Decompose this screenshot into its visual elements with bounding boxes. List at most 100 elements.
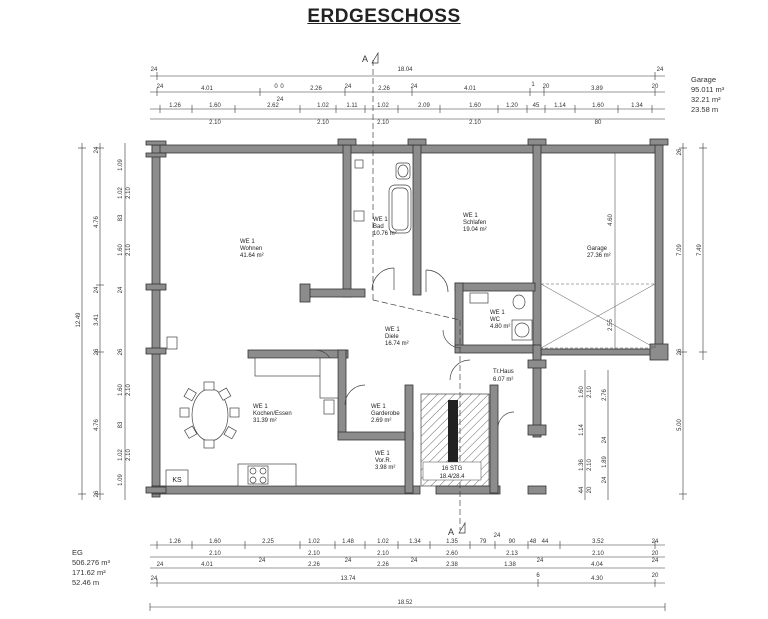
room-wohnen-l2: Wohnen xyxy=(240,246,262,252)
dim-left-mid-6: 26 xyxy=(94,490,100,497)
dim-left-mid-2: 24 xyxy=(94,286,100,293)
garage-door-zone xyxy=(540,283,656,349)
dim-bot-5-0: 18.52 xyxy=(397,600,413,606)
dim-top-3-1: 1.60 xyxy=(209,103,221,109)
dim-top-4-4: 80 xyxy=(595,120,602,126)
dim-top-1-2: 24 xyxy=(657,67,664,73)
doors xyxy=(314,267,515,429)
dim-bot-1-0: 1.26 xyxy=(169,539,181,545)
small-cabinet-icon xyxy=(166,336,178,350)
dim-bot-1-9: 24 xyxy=(494,533,501,539)
dim-bot-1-6: 1.34 xyxy=(409,539,421,545)
dim-left-in-4: 83 xyxy=(118,214,124,221)
garage-info-volume: 95.011 m³ xyxy=(691,85,725,94)
dim-bot-3-9: 24 xyxy=(537,558,544,564)
wc-toilet-icon xyxy=(512,294,526,310)
kitchen-side-counter xyxy=(319,357,339,399)
wall-bad-east xyxy=(412,144,422,296)
wall-west xyxy=(151,144,161,498)
door-entry xyxy=(497,411,515,429)
dim-bot-3-3: 2.26 xyxy=(308,562,320,568)
dimension-ticks xyxy=(78,72,707,611)
dim-right-in-2: 1.14 xyxy=(579,424,585,436)
door-bad xyxy=(371,267,395,291)
room-kochen-l3: 31.39 m² xyxy=(253,418,277,424)
door-trhaus xyxy=(449,359,471,381)
dim-left-in-10: 2.10 xyxy=(126,384,132,396)
dim-top-1-1: 18.04 xyxy=(397,67,413,73)
eg-info-label: EG xyxy=(72,548,83,557)
eg-info-volume: 506.276 m³ xyxy=(72,558,110,567)
dim-top-3-7: 2.09 xyxy=(418,103,430,109)
dim-bot-4-3: 4.30 xyxy=(591,576,603,582)
room-bad-l1: WE 1 xyxy=(373,217,388,223)
dim-bot-1-8: 79 xyxy=(480,539,487,545)
dim-left-in-7: 24 xyxy=(118,286,124,293)
dim-top-3-11: 1.14 xyxy=(554,103,566,109)
dim-bot-1-1: 1.60 xyxy=(209,539,221,545)
dim-left-in-11: 83 xyxy=(118,421,124,428)
dim-top-3-6: 1.02 xyxy=(377,103,389,109)
door-wc xyxy=(442,329,462,349)
dim-top-3-12: 1.60 xyxy=(592,103,604,109)
wall-east-garage xyxy=(654,144,664,358)
dim-top-3-4: 1.02 xyxy=(317,103,329,109)
dim-bot-2-2: 2.10 xyxy=(377,551,389,557)
dim-bot-1-2: 2.25 xyxy=(262,539,274,545)
dim-left-in-8: 26 xyxy=(118,348,124,355)
room-trhaus-l2: Tr.Haus xyxy=(493,369,514,375)
wall-wc-south xyxy=(454,344,536,354)
dim-top-3-5: 1.11 xyxy=(346,103,358,109)
dim-bot-1-11: 48 xyxy=(530,539,537,545)
stair-steps: 16 STG xyxy=(442,466,463,472)
dim-bot-3-7: 2.38 xyxy=(446,562,458,568)
room-trhaus-l3: 6.07 m² xyxy=(493,377,513,383)
room-kochen-l2: Kochen/Essen xyxy=(253,411,292,417)
dim-top-3-9: 1.20 xyxy=(506,103,518,109)
dim-left-in-13: 2.10 xyxy=(126,449,132,461)
dim-left-in-9: 1.60 xyxy=(118,384,124,396)
dim-top-3-2: 2.62 xyxy=(267,103,279,109)
dim-left-in-1: 1.09 xyxy=(118,159,124,171)
chair-icon xyxy=(229,407,240,418)
dim-right-in-0: 1.60 xyxy=(579,386,585,398)
dim-bot-2-3: 2.60 xyxy=(446,551,458,557)
dim-bot-2-6: 20 xyxy=(652,551,659,557)
dim-top-4-0: 2.10 xyxy=(209,120,221,126)
dim-bot-3-8: 1.38 xyxy=(504,562,516,568)
dim-bot-2-0: 2.10 xyxy=(209,551,221,557)
eg-info-perimeter: 52.46 m xyxy=(72,578,100,587)
wall-bad-west xyxy=(342,144,352,298)
section-marker-bottom: A xyxy=(448,527,454,537)
room-garderobe-l1: WE 1 xyxy=(371,404,386,410)
door-schlafen xyxy=(425,269,449,293)
room-wc-l1: WE 1 xyxy=(490,310,505,316)
chair-icon xyxy=(223,426,237,440)
dim-top-4-2: 2.10 xyxy=(377,120,389,126)
stair-ratio: 18.4/28.4 xyxy=(439,474,465,480)
room-diele-l2: Diele xyxy=(385,334,399,340)
dim-bot-3-4: 24 xyxy=(345,558,352,564)
wall-vorr-north xyxy=(337,431,414,441)
room-garage-l3: 27.36 m² xyxy=(587,253,611,259)
room-wohnen-l3: 41.64 m² xyxy=(240,253,264,259)
dim-top-2-9: 1 xyxy=(531,82,535,88)
wall-kitchen-north xyxy=(247,349,349,359)
sink-icon xyxy=(353,210,365,222)
chair-icon xyxy=(203,439,215,449)
dim-left-in-5: 1.60 xyxy=(118,244,124,256)
dimension-lines xyxy=(81,75,704,608)
room-bad-l2: Bad xyxy=(373,224,384,230)
dim-left-in-12: 1.02 xyxy=(118,449,124,461)
room-garderobe-l2: Garderobe xyxy=(371,411,400,417)
garage-info-perimeter: 23.58 m xyxy=(691,105,719,114)
dim-top-2-7: 24 xyxy=(411,84,418,90)
wall-kitchen-east xyxy=(337,349,347,439)
dim-top-3-0: 1.26 xyxy=(169,103,181,109)
chair-icon xyxy=(218,387,232,401)
chair-icon xyxy=(183,388,197,402)
dim-top-2-0: 24 xyxy=(157,84,164,90)
dim-right-in-10: 44 xyxy=(579,486,585,493)
dim-top-2-3: 0 xyxy=(280,84,284,90)
section-markers: A A xyxy=(362,51,466,537)
